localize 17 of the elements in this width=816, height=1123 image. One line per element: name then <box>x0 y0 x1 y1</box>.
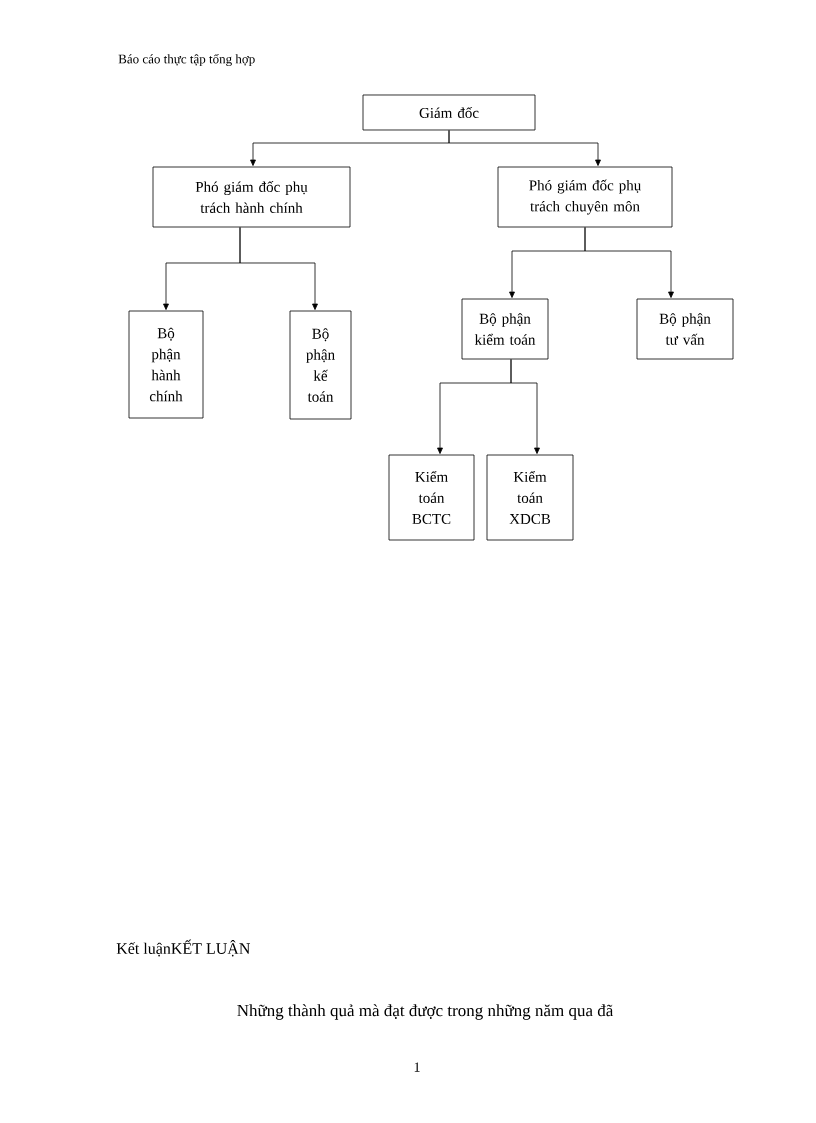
org-box: Bộ phận hành chính <box>128 310 204 419</box>
org-box: Phó giám đốc phụ trách hành chính <box>152 166 351 228</box>
org-box: Kiểm toán XDCB <box>486 454 574 541</box>
connector-arrow <box>448 130 601 166</box>
org-box: Giám đốc <box>362 94 536 131</box>
org-box: Bộ phận kế toán <box>289 310 352 420</box>
body-text: Những thành quả mà đạt được trong những năm qua đã <box>237 1004 614 1020</box>
org-box: Bộ phận tư vấn <box>636 298 734 360</box>
page-number: 1 <box>414 1062 420 1072</box>
org-box: Phó giám đốc phụ trách chuyên môn <box>497 166 673 228</box>
page-header: Báo cáo thực tập tổng hợp <box>118 53 255 67</box>
connector-arrow <box>510 359 540 454</box>
org-box: Kiểm toán BCTC <box>388 454 475 541</box>
connector-arrow <box>239 227 318 310</box>
connector-arrow <box>584 227 674 298</box>
org-box: Bộ phận kiểm toán <box>461 298 549 360</box>
section-heading: Kết luậnKẾT LUẬN <box>116 939 250 957</box>
